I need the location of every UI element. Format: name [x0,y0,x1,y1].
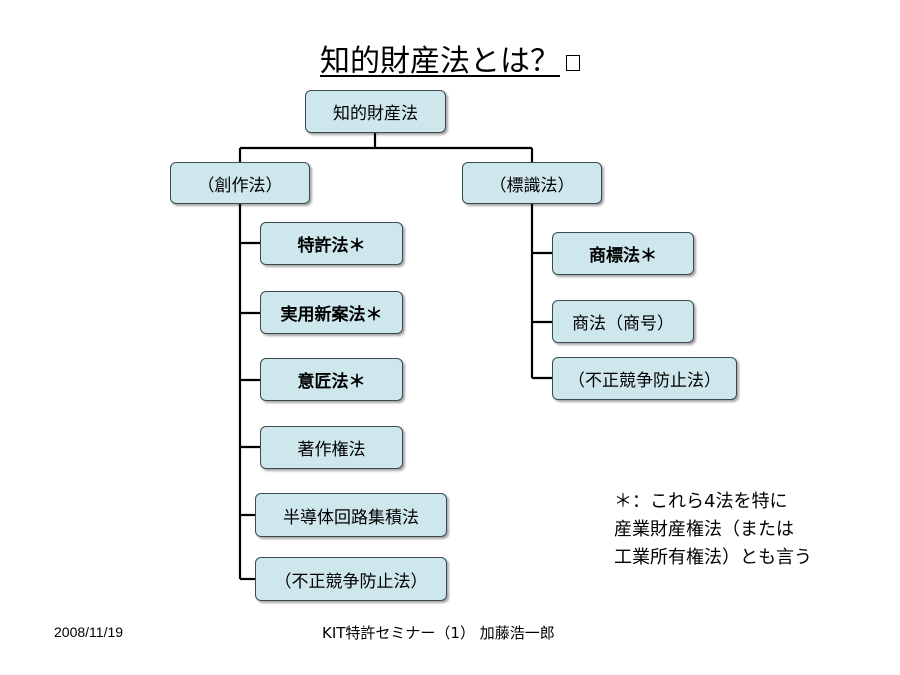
node-patent-law: 特許法＊ [260,222,403,265]
node-unfair-competition-law-mark: （不正競争防止法） [552,357,737,400]
node-design-law: 意匠法＊ [260,358,403,401]
footnote-line-3: 工業所有権法）とも言う [614,547,812,568]
node-utility-model-law: 実用新案法＊ [260,291,403,334]
node-trademark-law: 商標法＊ [552,232,694,275]
footer-date: 2008/11/19 [54,624,124,640]
footnote: ＊：これら4法を特に 産業財産権法（または 工業所有権法）とも言う [614,488,812,572]
slide-title: 知的財産法とは？ [0,42,900,82]
node-unfair-competition-law-creation: （不正競争防止法） [255,557,447,601]
footer-title: KIT特許セミナー（1） 加藤浩一郎 [322,624,555,642]
placeholder-box-icon [566,55,580,71]
footnote-line-1: ＊：これら4法を特に [614,491,788,512]
node-root: 知的財産法 [305,90,446,133]
node-circuit-layout-law: 半導体回路集積法 [255,493,447,537]
footnote-line-2: 産業財産権法（または [614,519,794,540]
node-creation-law: （創作法） [170,162,310,204]
node-mark-law: （標識法） [462,162,602,204]
node-copyright-law: 著作権法 [260,426,403,469]
slide-title-text: 知的財産法とは？ [320,44,560,79]
node-commercial-code: 商法（商号） [552,300,694,343]
